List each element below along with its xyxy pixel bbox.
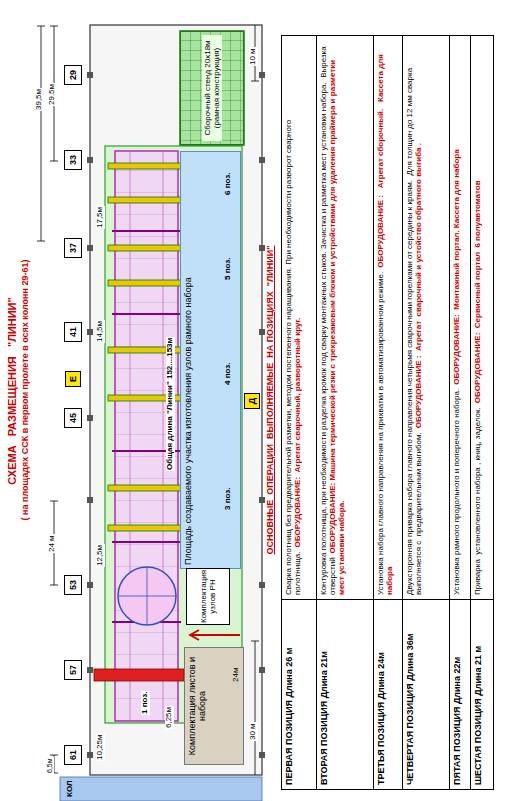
stand-grid [180,31,244,145]
dimension: 24 м [48,534,57,553]
equipment-text: ОБОРУДОВАНИЕ: Сервисный портал 6 полуавт… [473,180,482,403]
table-row: ВТОРАЯ ПОЗИЦИЯ Длина 21мКонтуровка полот… [316,36,373,789]
node-text: 33 [68,155,78,165]
dimension: 12,5м [96,544,105,567]
table-cell: Сварка полотнищ без предварительной разм… [282,36,316,599]
table-row: ПЕРВАЯ ПОЗИЦИЯ Длина 26 мСварка полотнищ… [282,36,316,789]
column-number: 29 [64,65,82,85]
operation-text: Установка набора главного направления на… [376,272,385,595]
column-number: 37 [64,238,82,258]
turning-circle [118,567,176,625]
position-name: ЧЕТВЕРТАЯ ПОЗИЦИЯ Длина 36м [403,599,449,789]
table-cell: Контуровка полотнища, при необходимости … [317,36,373,599]
table-cell: Установка набора главного направления на… [374,36,402,599]
title: СХЕМА РАЗМЕЩЕНИЯ "ЛИНИИ" [6,181,18,601]
position-label: 5 поз. [224,257,233,281]
position-name: ШЕСТАЯ ПОЗИЦИЯ Длина 21 м [471,599,493,789]
line-zone [105,146,242,723]
dimension: 30 м [249,722,258,741]
node-text: 57 [68,665,78,675]
node-text: Е [68,376,78,382]
feed-arrow [190,630,240,640]
dimension: 6,25м [165,706,174,729]
equipment-text: ОБОРУДОВАНИЕ: Монтажный портал. Кассета … [452,149,461,384]
axis-letter: Д [244,393,260,409]
node-text: 29 [68,70,78,80]
table-row: ШЕСТАЯ ПОЗИЦИЯ Длина 21 м Приварка устано… [470,36,493,789]
equipment-text: ОБОРУДОВАНИЕ: Машина термической резки с… [328,58,346,595]
node-text: 37 [68,243,78,253]
operation-text: Установка рамного продольного и поперечн… [452,389,461,595]
operation-text: Приварка установленного набора , книц, з… [473,407,482,595]
line-panels [115,151,178,721]
kit-box: Комплектация листов и набора [184,647,244,765]
dimension: 24м [232,667,241,683]
subtitle: ( на площадях ССК в первом пролете в ося… [21,179,31,601]
quay-label: КОЛ [66,779,75,798]
position-label: 6 поз. [224,172,233,196]
table-cell: Приварка установленного набора , книц, з… [471,36,493,599]
position-name: ПЯТАЯ ПОЗИЦИЯ Длина 22м [450,599,470,789]
dimension-lines [37,25,259,775]
column-number: 57 [64,660,82,680]
column-number: 53 [64,575,82,595]
dimension: 14,5м [96,320,105,343]
welding-portal [94,669,184,681]
axis-letter: Е [65,371,81,387]
node-text: Комплектация узлов РН [199,570,217,623]
column-number: 41 [64,322,82,342]
position-label: 4 поз. [224,362,233,386]
node-text: Сборочный стенд 20х18м (рамная конструкц… [202,35,222,141]
dimension: 39,5м [35,88,44,111]
position-name: ТРЕТЬЯ ПОЗИЦИЯ Длина 24м [374,599,402,789]
node-text: 41 [68,327,78,337]
gantries [108,163,184,531]
table-heading: ОСНОВНЫЕ ОПЕРАЦИИ ВЫПОЛНЯЕМЫЕ НА ПОЗИЦИЯ… [266,109,276,691]
column-number: 45 [64,408,82,428]
dimension: 17,5м [96,206,105,229]
position-label: 1 поз. [141,691,150,715]
node-text: Д [247,398,257,404]
node-text: Площадь создаваемого участка изготовлени… [183,277,193,565]
table-cell: Двухсторонняя приварка набора главного н… [403,36,449,599]
position-name: ПЕРВАЯ ПОЗИЦИЯ Длина 26 м [282,599,316,789]
node-text: Комплектация листов и набора [187,651,208,761]
length-note: Общая длина "Линии" 152....153м [166,337,175,471]
dimension: 6,5м [46,757,54,774]
equipment-text: ОБОРУДОВАНИЕ : Агрегат сварочный и устой… [414,143,423,428]
position-name: ВТОРАЯ ПОЗИЦИЯ Длина 21м [317,599,373,789]
position-dividers [112,231,181,622]
dimension: 29.5м [48,83,57,106]
column-number: 61 [64,745,82,765]
node-text: 53 [68,580,78,590]
table-row: ПЯТАЯ ПОЗИЦИЯ Длина 22м Установка рамного… [449,36,470,789]
table-row: ЧЕТВЕРТАЯ ПОЗИЦИЯ Длина 36мДвухсторонняя… [402,36,449,789]
kit-box: Комплектация узлов РН [186,568,230,625]
dimension: 10 м [249,47,258,66]
table-row: ТРЕТЬЯ ПОЗИЦИЯ Длина 24м Установка набора… [373,36,402,789]
equipment-text: ОБОРУДОВАНИЕ: Агрегат сварочный, разворо… [293,318,302,548]
dimension: 10,25м [96,733,105,761]
building-outline [90,25,262,775]
quay-band [60,777,262,801]
assembly-stand: Сборочный стенд 20х18м (рамная конструкц… [180,31,244,145]
node-text: 45 [68,413,78,423]
position-label: 3 поз. [224,487,233,511]
node-text: 61 [68,750,78,760]
operations-table: ПЕРВАЯ ПОЗИЦИЯ Длина 26 мСварка полотнищ… [281,35,494,790]
table-cell: Установка рамного продольного и поперечн… [450,36,470,599]
column-number: 33 [64,150,82,170]
